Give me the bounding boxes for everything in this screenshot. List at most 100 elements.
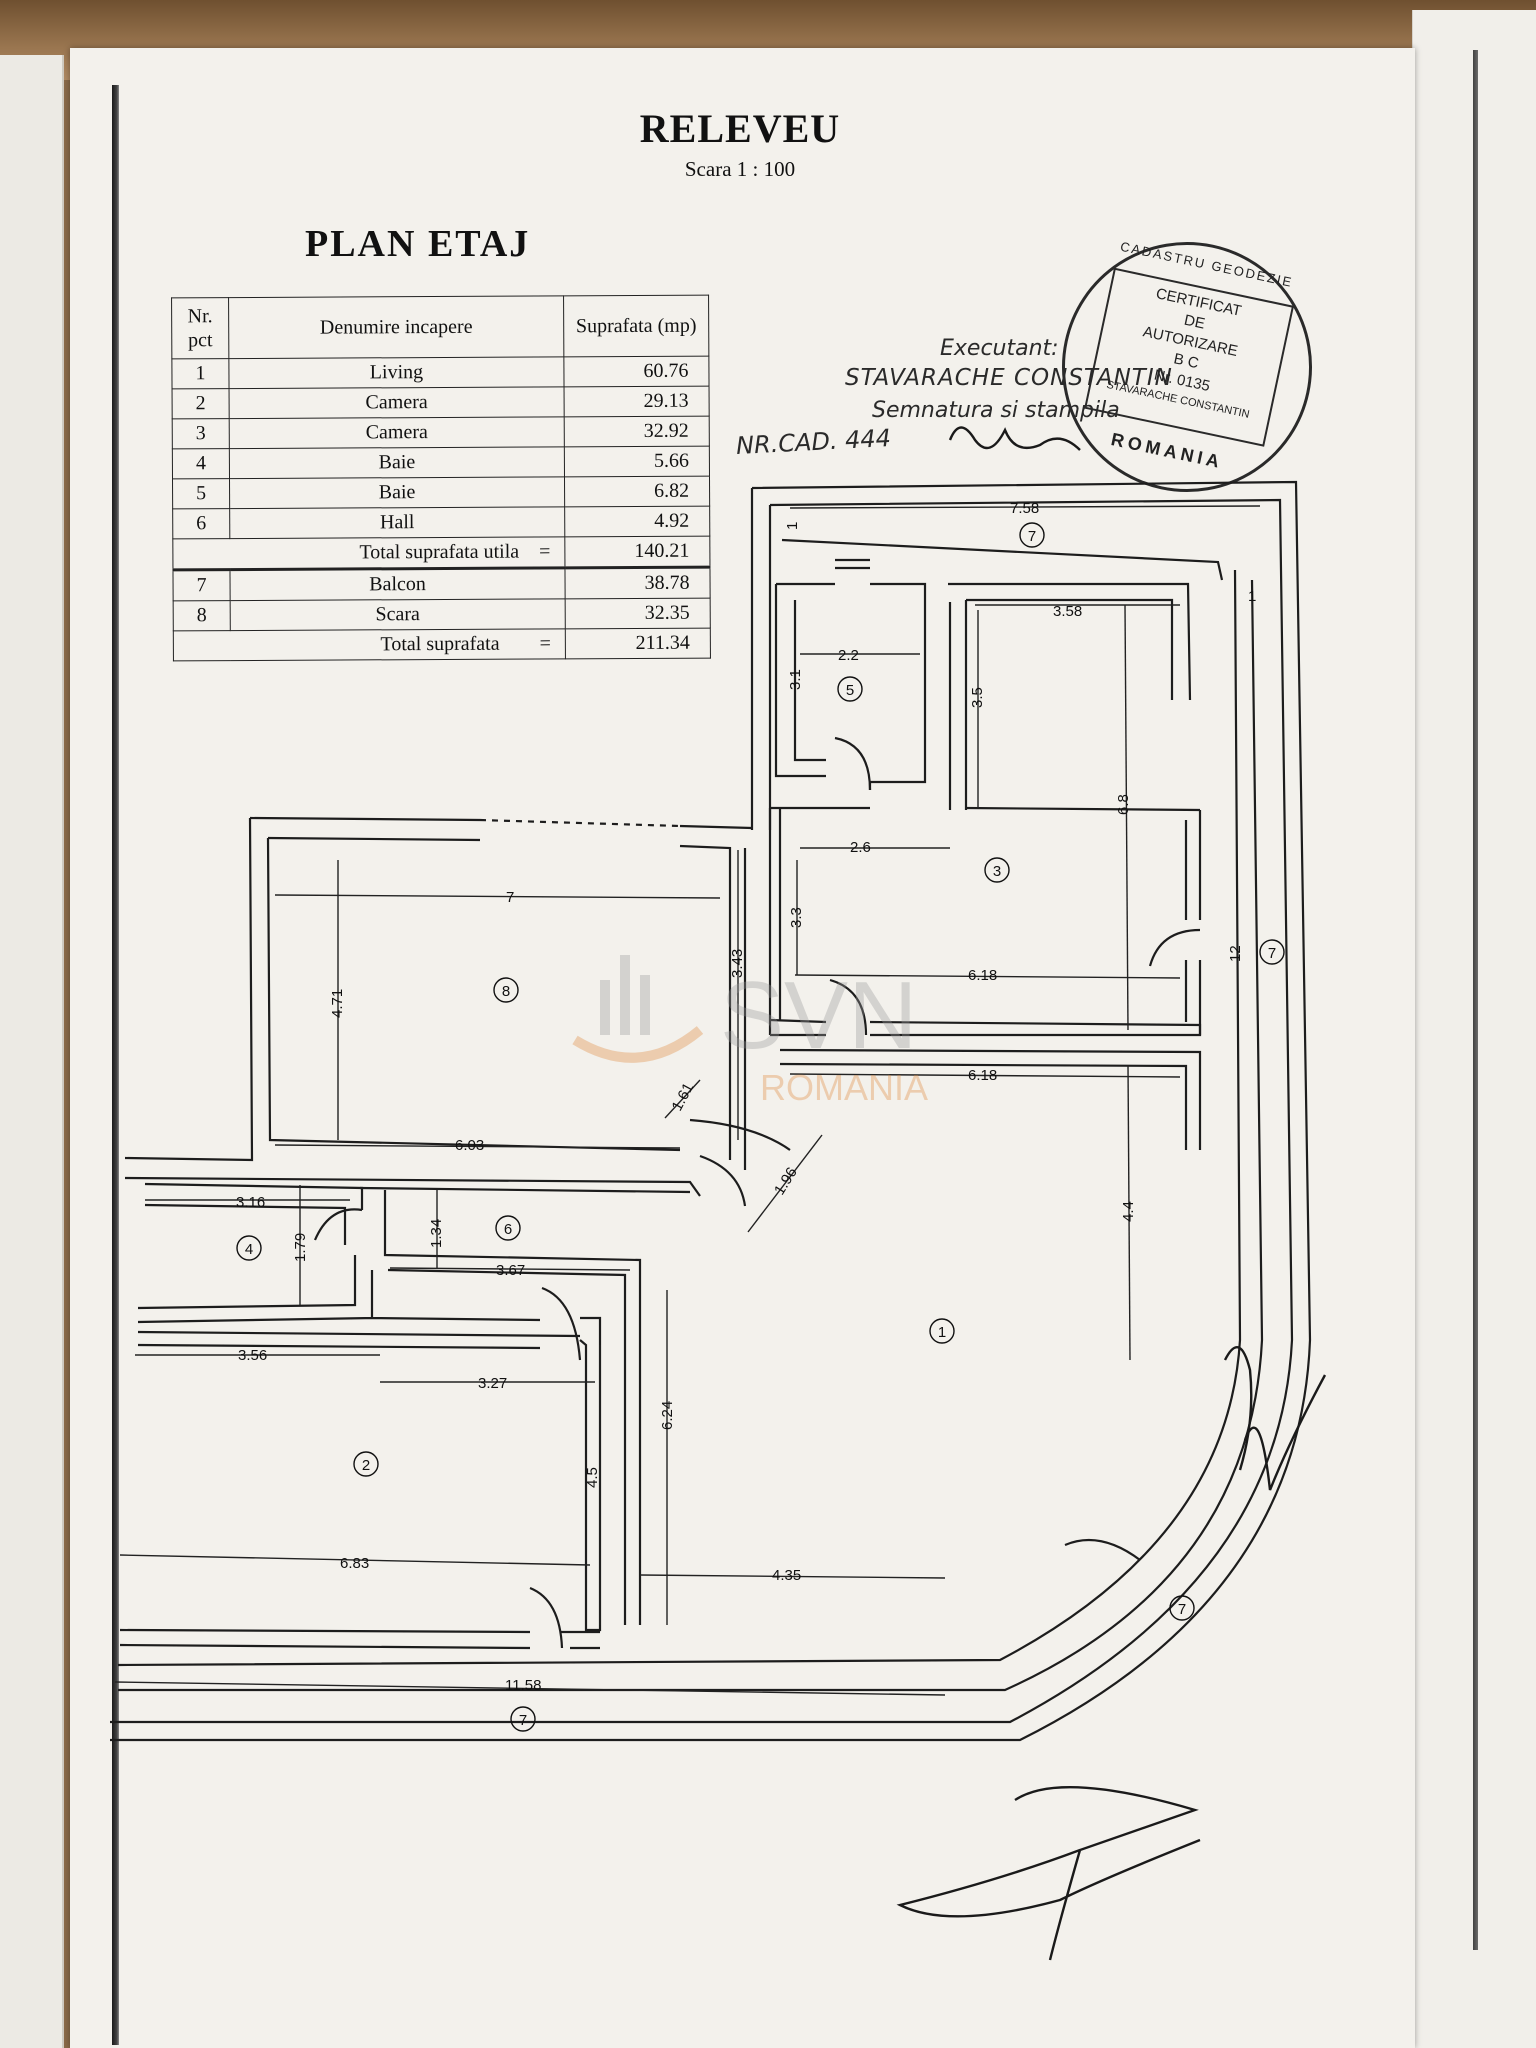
dim-12: 12 bbox=[1227, 945, 1244, 962]
room-marker-8: 8 bbox=[493, 977, 519, 1003]
dim-4-35: 4.35 bbox=[772, 1567, 801, 1584]
outer-wall-inner bbox=[110, 498, 1294, 1724]
room-circle bbox=[353, 1451, 379, 1477]
room-marker-7-top: 7 bbox=[1019, 522, 1045, 548]
door-arc-room3 bbox=[829, 978, 868, 1036]
dim-3-1: 3.1 bbox=[787, 669, 804, 690]
door-arc-hall bbox=[689, 1118, 791, 1207]
room-circle bbox=[1259, 939, 1285, 965]
balcony-edge bbox=[117, 538, 1242, 1667]
window-mark bbox=[835, 558, 870, 570]
dim-3-5: 3.5 bbox=[969, 687, 986, 708]
dimension-lines bbox=[114, 505, 1261, 1696]
watermark-bar bbox=[620, 955, 630, 1035]
dim-11-58: 11.58 bbox=[505, 1677, 541, 1694]
room-circle bbox=[837, 676, 863, 702]
watermark-bar bbox=[600, 980, 610, 1035]
room-number: 3 bbox=[993, 863, 1001, 880]
room-number: 5 bbox=[846, 682, 854, 699]
room-marker-5: 5 bbox=[837, 676, 863, 702]
room2-top-wall bbox=[137, 1330, 581, 1350]
dim-3-67: 3.67 bbox=[496, 1262, 525, 1279]
bath4-top-wall bbox=[144, 1182, 364, 1245]
dim-line-6-18b bbox=[789, 1073, 1181, 1078]
room2-bottom-wall bbox=[119, 1628, 600, 1650]
balcony-edge-outer bbox=[118, 579, 1264, 1692]
dim-1a: 1 bbox=[784, 522, 801, 530]
stair-top-wall bbox=[249, 816, 753, 1170]
dim-1b: 1 bbox=[1248, 588, 1256, 605]
dim-3-58: 3.58 bbox=[1053, 603, 1082, 620]
dim-3-16: 3.16 bbox=[236, 1194, 265, 1211]
room-number: 7 bbox=[519, 1712, 527, 1729]
dim-3-3: 3.3 bbox=[788, 907, 805, 928]
hall-wall bbox=[383, 1190, 642, 1625]
watermark-country: ROMANIA bbox=[760, 1067, 928, 1108]
dim-line-6-83 bbox=[119, 1554, 591, 1566]
room-number: 8 bbox=[502, 983, 510, 1000]
dim-6-24: 6.24 bbox=[659, 1401, 676, 1430]
document-scale: Scara 1 : 100 bbox=[684, 157, 796, 181]
dim-6-83: 6.83 bbox=[340, 1555, 369, 1572]
dim-3-27: 3.27 bbox=[478, 1375, 507, 1392]
room3-right-wall bbox=[1184, 960, 1202, 1035]
room-number: 4 bbox=[245, 1241, 253, 1258]
room-circle bbox=[510, 1706, 536, 1732]
room-marker-1: 1 bbox=[929, 1318, 955, 1344]
room-circle bbox=[1169, 1595, 1195, 1621]
room-number: 7 bbox=[1028, 528, 1036, 545]
dim-4-71: 4.71 bbox=[329, 989, 346, 1018]
room-circle bbox=[236, 1235, 262, 1261]
room-number: 2 bbox=[362, 1457, 370, 1474]
adjacent-sheet-left bbox=[0, 55, 64, 2048]
wall-lines bbox=[110, 480, 1312, 1742]
dim-4-4: 4.4 bbox=[1120, 1201, 1137, 1222]
left-shell-wall bbox=[750, 488, 772, 830]
room-number: 1 bbox=[938, 1324, 946, 1341]
signature-scribble bbox=[896, 1785, 1201, 1961]
room-marker-7-corner: 7 bbox=[1169, 1595, 1195, 1621]
executant-name: STAVARACHE CONSTANTIN bbox=[845, 365, 1173, 391]
window-mark bbox=[479, 818, 681, 828]
document-title: RELEVEU bbox=[639, 106, 841, 151]
dim-6-18b: 6.18 bbox=[968, 1067, 997, 1084]
room3-left-wall bbox=[768, 808, 782, 1035]
room-circle bbox=[493, 977, 519, 1003]
door-arc-bath5 bbox=[834, 736, 872, 791]
dim-line-1-96 bbox=[747, 1134, 823, 1233]
room-marker-7-bottom: 7 bbox=[510, 1706, 536, 1732]
signature-scribbles bbox=[896, 426, 1327, 1961]
room-number: 7 bbox=[1268, 945, 1276, 962]
watermark-brand: SVN bbox=[720, 962, 917, 1069]
room3-walls bbox=[948, 582, 1192, 810]
dim-1-34: 1.34 bbox=[428, 1219, 445, 1248]
bath5-wall-left bbox=[774, 584, 826, 778]
dim-7: 7 bbox=[506, 889, 514, 906]
dim-2-2: 2.2 bbox=[838, 647, 859, 664]
signature-scribble bbox=[948, 426, 1081, 451]
dim-3-43: 3.43 bbox=[729, 949, 746, 978]
room3-mid-wall bbox=[770, 806, 1202, 920]
bath4-bottom-wall bbox=[137, 1255, 541, 1324]
stair-left-wall bbox=[124, 817, 681, 1162]
door-arc-bath4 bbox=[313, 1208, 363, 1241]
dim-line-11-58 bbox=[114, 1681, 946, 1696]
document-sheet bbox=[70, 48, 1415, 2048]
room-circle bbox=[929, 1318, 955, 1344]
room-circle bbox=[984, 857, 1010, 883]
dim-7-58: 7.58 bbox=[1010, 500, 1039, 517]
room-marker-4: 4 bbox=[236, 1235, 262, 1261]
dim-line-7 bbox=[274, 894, 721, 899]
dim-1-61: 1.61 bbox=[669, 1080, 698, 1114]
dim-1-79: 1.79 bbox=[292, 1233, 309, 1262]
dim-6-18a: 6.18 bbox=[968, 967, 997, 984]
room-number: 6 bbox=[504, 1221, 512, 1238]
dim-4-5: 4.5 bbox=[584, 1467, 601, 1488]
outer-wall bbox=[110, 480, 1312, 1742]
room-marker-3: 3 bbox=[984, 857, 1010, 883]
sheet-scan-edge bbox=[112, 85, 119, 2045]
room2-right-wall bbox=[579, 1316, 602, 1632]
watermark-swoosh bbox=[572, 1026, 704, 1063]
door-arc-room2-balcony bbox=[529, 1586, 564, 1649]
